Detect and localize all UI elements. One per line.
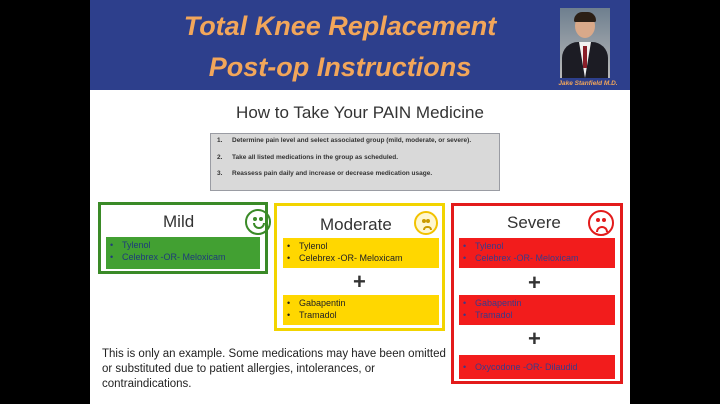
severe-group: Severe Tylenol Celebrex -OR- Meloxicam +… (451, 203, 623, 384)
medication-item: Gabapentin (463, 297, 615, 309)
happy-face-icon (245, 209, 271, 235)
title-line-2: Post-op Instructions (208, 52, 472, 82)
moderate-group: Moderate Tylenol Celebrex -OR- Meloxicam… (274, 203, 445, 331)
step-text: Take all listed medications in the group… (232, 153, 399, 161)
plus-sign: + (528, 270, 541, 295)
mild-group: Mild Tylenol Celebrex -OR- Meloxicam (98, 202, 271, 274)
medication-item: Oxycodone -OR- Dilaudid (463, 361, 615, 373)
worried-face-icon (414, 211, 438, 235)
plus-sign: + (353, 269, 366, 294)
instruction-step: 1. Determine pain level and select assoc… (217, 137, 493, 145)
medication-item: Celebrex -OR- Meloxicam (287, 252, 439, 264)
medication-item: Tramadol (463, 309, 615, 321)
moderate-title: Moderate (320, 215, 392, 234)
title-line-1: Total Knee Replacement (183, 11, 497, 41)
step-number: 2. (217, 153, 223, 161)
instruction-step: 2. Take all listed medications in the gr… (217, 153, 493, 162)
instructions-box: 1. Determine pain level and select assoc… (210, 133, 500, 191)
mild-title: Mild (163, 212, 195, 231)
doctor-photo (560, 8, 610, 78)
disclaimer-text: This is only an example. Some medication… (102, 348, 446, 390)
medication-item: Tylenol (463, 240, 615, 252)
moderate-medication-box-1: Tylenol Celebrex -OR- Meloxicam (283, 238, 439, 268)
medication-item: Celebrex -OR- Meloxicam (110, 251, 260, 263)
step-text: Determine pain level and select associat… (232, 137, 472, 144)
medication-item: Celebrex -OR- Meloxicam (463, 252, 615, 264)
author-caption: Jake Stanfield M.D. (558, 80, 618, 87)
instruction-step: 3. Reassess pain daily and increase or d… (217, 170, 493, 178)
severe-medication-box-3: Oxycodone -OR- Dilaudid (459, 355, 615, 379)
medication-item: Tylenol (287, 240, 439, 252)
step-text: Reassess pain daily and increase or decr… (232, 170, 433, 177)
mild-medication-box: Tylenol Celebrex -OR- Meloxicam (106, 237, 260, 269)
severe-medication-box-1: Tylenol Celebrex -OR- Meloxicam (459, 238, 615, 268)
moderate-medication-box-2: Gabapentin Tramadol (283, 295, 439, 325)
slide: Total Knee Replacement Post-op Instructi… (90, 0, 630, 404)
page-subtitle: How to Take Your PAIN Medicine (236, 103, 484, 122)
step-number: 1. (217, 137, 223, 144)
medication-item: Gabapentin (287, 297, 439, 309)
medication-item: Tramadol (287, 309, 439, 321)
header-banner: Total Knee Replacement Post-op Instructi… (90, 0, 630, 90)
sad-face-icon (588, 210, 614, 236)
severe-title: Severe (507, 213, 561, 232)
severe-medication-box-2: Gabapentin Tramadol (459, 295, 615, 325)
plus-sign: + (528, 326, 541, 351)
step-number: 3. (217, 170, 223, 177)
medication-item: Tylenol (110, 239, 260, 251)
